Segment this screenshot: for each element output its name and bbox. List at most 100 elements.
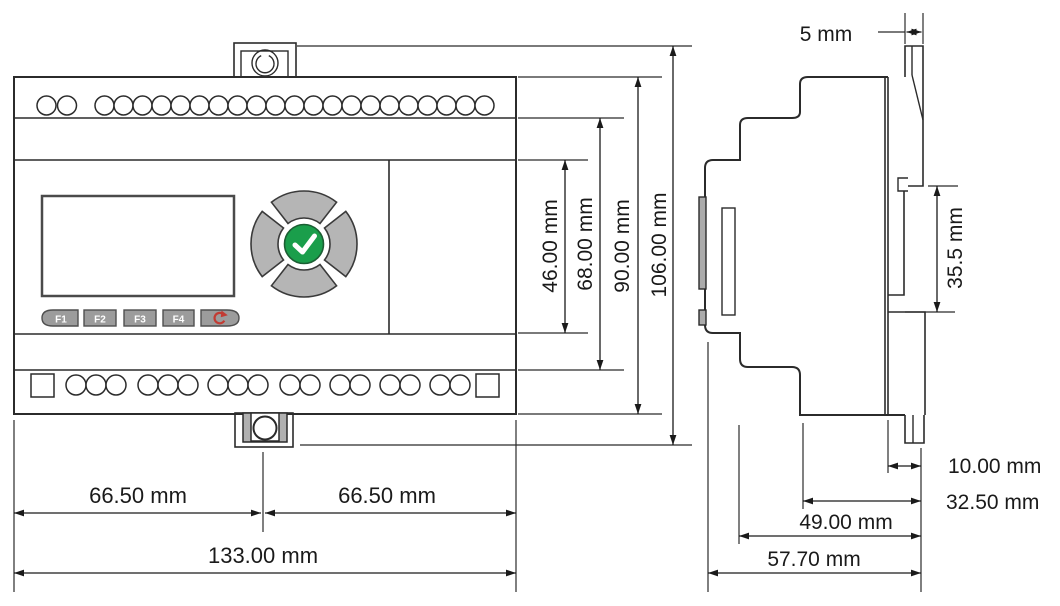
terminal-circle (94, 95, 115, 116)
side-view (698, 45, 926, 444)
terminal-circle (151, 95, 172, 116)
dim-label-front-width-left: 66.50 mm (89, 483, 187, 508)
din-bottom-hook (888, 311, 926, 444)
checkmark-icon (292, 233, 317, 255)
dimension-arrowhead (634, 77, 642, 87)
dimension-arrowhead (506, 569, 516, 577)
din-recess (888, 191, 905, 296)
terminal-circle (299, 374, 321, 396)
terminal-circle (105, 374, 127, 396)
button-edge (698, 309, 707, 326)
f4-label: F4 (173, 315, 185, 326)
bottom-mounting-clip (234, 412, 294, 448)
terminal-circle (398, 95, 419, 116)
dimension-arrowhead (596, 360, 604, 370)
side-body-outline (704, 76, 905, 416)
terminal-circle (303, 95, 324, 116)
dimension-arrowhead (739, 532, 749, 540)
dpad-wedge-up (270, 190, 338, 225)
terminal-circle (284, 95, 305, 116)
dimension-arrowhead (906, 28, 917, 36)
dimension-arrowhead (561, 160, 569, 170)
dimension-arrowhead (14, 569, 24, 577)
f2-button (83, 309, 117, 327)
dim-label-front-width-total: 133.00 mm (208, 543, 318, 568)
clip-outer (233, 42, 297, 78)
dim-label-face-height: 68.00 mm (574, 197, 597, 290)
dpad-wedge-left (250, 210, 285, 278)
f1-button (41, 309, 79, 327)
terminal-circle (36, 95, 57, 116)
din-notch (897, 177, 908, 192)
dimension-arrowhead (506, 509, 516, 517)
dimension-arrowhead (888, 462, 898, 470)
lcd-edge (698, 196, 707, 290)
terminal-circle (65, 374, 87, 396)
bottom-terminal-row (30, 373, 500, 398)
dpad-wedge-down (270, 263, 338, 298)
terminal-circle (379, 95, 400, 116)
terminal-circle (170, 95, 191, 116)
f3-button (123, 309, 157, 327)
terminal-circle (474, 95, 495, 116)
terminal-circle (189, 95, 210, 116)
function-key-row: F1 F2 F3 F4 (41, 309, 240, 327)
terminal-circle (157, 374, 179, 396)
nav-dpad (250, 190, 358, 298)
dim-label-tab-width: 5 mm (800, 23, 853, 46)
dimension-annotations: 66.50 mm 66.50 mm 133.00 mm 46.00 mm 68.… (13, 13, 1041, 592)
dimension-arrowhead (911, 497, 921, 505)
dim-label-depth-mid: 32.50 mm (946, 491, 1039, 514)
terminal-circle (429, 374, 451, 396)
f3-label: F3 (134, 315, 146, 326)
terminal-circle (177, 374, 199, 396)
terminal-circle (113, 95, 134, 116)
terminal-circle (265, 95, 286, 116)
dimension-arrowhead (561, 323, 569, 333)
dim-label-rail-height: 35.5 mm (944, 207, 967, 289)
dimension-arrowhead (669, 435, 677, 445)
terminal-circle (207, 374, 229, 396)
terminal-circle (56, 95, 78, 116)
clip-screw-arc (255, 54, 275, 74)
terminal-circle (349, 374, 371, 396)
dimension-arrowhead (911, 532, 921, 540)
terminal-circle (322, 95, 343, 116)
reset-button (200, 309, 240, 327)
terminal-circle (455, 95, 476, 116)
dimension-arrowhead (634, 404, 642, 414)
bottom-terminal-circles (65, 374, 471, 396)
terminal-circle (279, 374, 301, 396)
terminal-square-left (30, 373, 55, 398)
terminal-circle (329, 374, 351, 396)
ok-button (283, 223, 325, 265)
dpad-wedge-right (323, 210, 358, 278)
lcd-screen (40, 194, 236, 298)
dimension-arrowhead (251, 509, 261, 517)
terminal-circle (436, 95, 457, 116)
terminal-circle (227, 95, 248, 116)
terminal-circle (360, 95, 381, 116)
front-view: F1 F2 F3 F4 (13, 42, 517, 448)
dimension-arrowhead (669, 46, 677, 56)
dim-label-keypad-height: 46.00 mm (539, 199, 562, 292)
din-top-hook (888, 45, 924, 296)
reset-icon (213, 310, 228, 325)
terminal-circle (246, 95, 267, 116)
dim-label-front-width-right: 66.50 mm (338, 483, 436, 508)
top-terminal-row (36, 95, 495, 116)
terminal-circle (227, 374, 249, 396)
f1-label: F1 (55, 315, 67, 326)
terminal-square-right (475, 373, 500, 398)
dimension-arrowhead (933, 186, 941, 196)
dimension-arrowhead (596, 118, 604, 128)
dim-label-body-height: 90.00 mm (611, 199, 634, 292)
terminal-circle (85, 374, 107, 396)
dim-label-depth-total: 57.70 mm (767, 548, 860, 571)
terminal-circle (341, 95, 362, 116)
terminal-circle (247, 374, 269, 396)
dimension-arrowhead (933, 302, 941, 312)
terminal-circle (379, 374, 401, 396)
